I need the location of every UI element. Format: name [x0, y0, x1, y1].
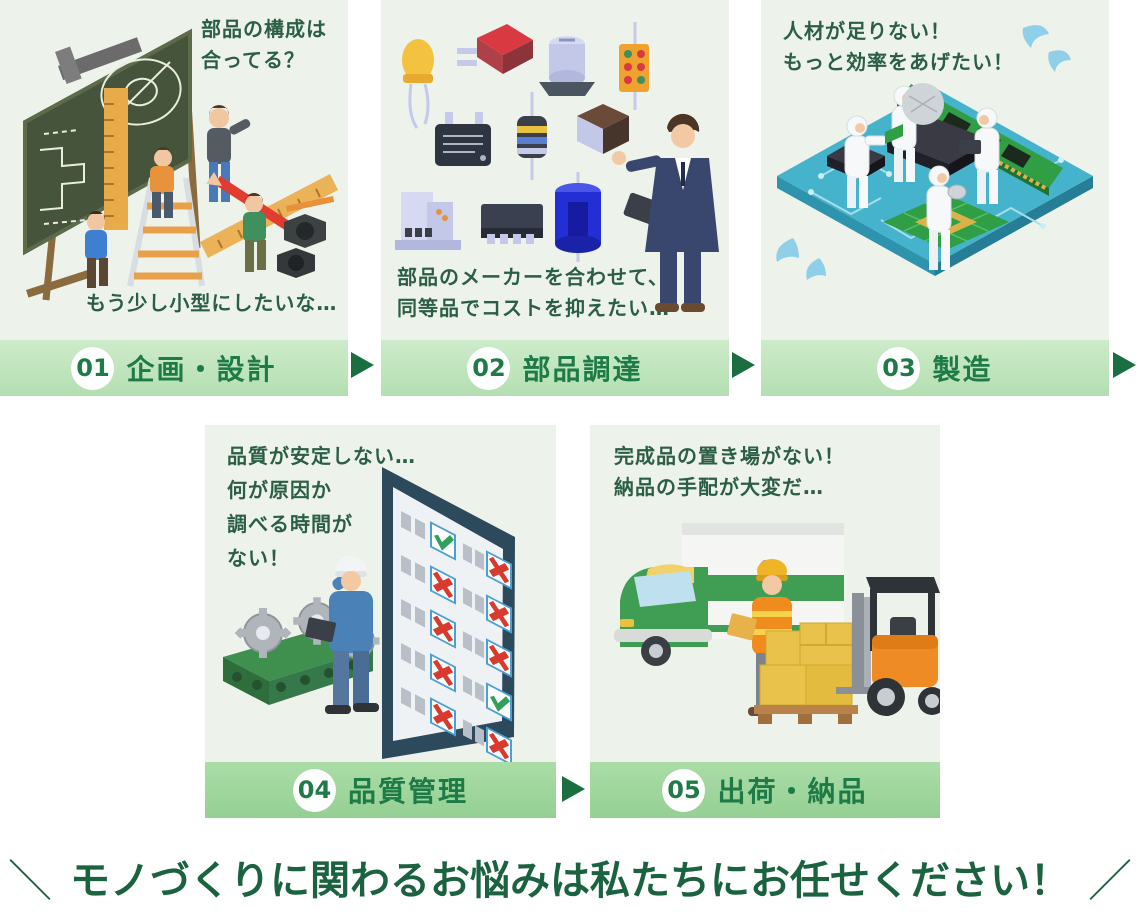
step-bar: 02 部品調達 — [381, 340, 729, 396]
step-bar: 04 品質管理 — [205, 762, 556, 818]
thought-text: 部品のメーカーを合わせて、 同等品でコストを抑えたい… — [397, 265, 670, 320]
headline-right-slash: ／ — [1088, 856, 1132, 907]
step-number-badge: 01 — [71, 346, 115, 390]
step-number-badge: 04 — [292, 768, 336, 812]
pencil-carrier — [243, 193, 266, 272]
capacitor-icon — [539, 36, 595, 96]
step-number-badge: 03 — [877, 346, 921, 390]
step-bar: 01 企画・設計 — [0, 340, 348, 396]
caliper-icon — [55, 37, 143, 230]
arrow-right-icon — [351, 352, 374, 378]
step-bar: 03 製造 — [761, 340, 1109, 396]
quality-control-illustration — [223, 467, 515, 762]
manufacturing-illustration — [776, 25, 1093, 280]
resistor-icon — [517, 92, 547, 180]
step-bar: 05 出荷・納品 — [590, 762, 940, 818]
step-card-parts-procurement: 部品のメーカーを合わせて、 同等品でコストを抑えたい… 02 部品調達 — [381, 0, 729, 396]
step-card-planning-design: 部品の構成は 合ってる？ もう少し小型にしたいな… 01 企画・設計 — [0, 0, 348, 396]
electrolytic-capacitor-icon — [555, 172, 601, 262]
worker-on-ladder — [150, 147, 174, 218]
cleanroom-workers — [844, 83, 1000, 270]
inspector-worker — [305, 556, 379, 714]
step-label: 製造 — [932, 353, 993, 386]
headline: ＼ モノづくりに関わるお悩みは私たちにお任せください！ ／ — [0, 846, 1140, 908]
arrow-right-icon — [732, 352, 755, 378]
step-card-quality-control: 品質が安定しない… 何が原因か 調べる時間が ない！ 04 品質管理 — [205, 425, 556, 818]
walking-worker — [85, 211, 108, 288]
businessman — [612, 113, 719, 312]
checklist-board-icon — [382, 467, 515, 762]
diode-icon — [457, 24, 533, 74]
parts-procurement-illustration — [395, 22, 719, 312]
thought-text: 品質が安定しない… 何が原因か 調べる時間が ない！ — [227, 444, 416, 570]
step-label: 出荷・納品 — [717, 775, 868, 808]
step-number-badge: 05 — [662, 768, 706, 812]
headline-left-slash: ＼ — [8, 856, 52, 907]
dip-switch-icon — [619, 22, 649, 110]
planning-design-illustration — [23, 28, 338, 301]
thought-text: 部品の構成は 合ってる？ — [201, 17, 327, 72]
module-icon — [435, 112, 491, 166]
step-card-manufacturing: 人材が足りない！ もっと効率をあげたい！ 03 製造 — [761, 0, 1109, 396]
arrow-right-icon — [1113, 352, 1136, 378]
forklift-icon — [836, 577, 940, 716]
arrow-right-icon — [562, 776, 585, 802]
step-label: 品質管理 — [347, 775, 468, 808]
thought-text: 人材が足りない！ もっと効率をあげたい！ — [783, 19, 1014, 74]
step-number-badge: 02 — [467, 346, 511, 390]
nut-icon — [277, 214, 326, 278]
thought-text: 完成品の置き場がない！ 納品の手配が大変だ… — [614, 444, 845, 499]
shipping-delivery-illustration — [614, 523, 940, 724]
step-label: 企画・設計 — [126, 353, 277, 386]
step-label: 部品調達 — [522, 353, 643, 386]
step-card-shipping-delivery: 完成品の置き場がない！ 納品の手配が大変だ… 05 出荷・納品 — [590, 425, 940, 818]
chip-capacitor-icon — [577, 104, 629, 154]
thought-text: もう少し小型にしたいな… — [86, 291, 338, 315]
cargo-boxes-icon — [754, 622, 858, 724]
headline-text: モノづくりに関わるお悩みは私たちにお任せください！ — [70, 858, 1070, 904]
relay-icon — [395, 192, 461, 250]
ic-chip-icon — [481, 204, 543, 244]
sweat-drop-icon — [776, 25, 1071, 280]
led-icon — [402, 39, 434, 129]
